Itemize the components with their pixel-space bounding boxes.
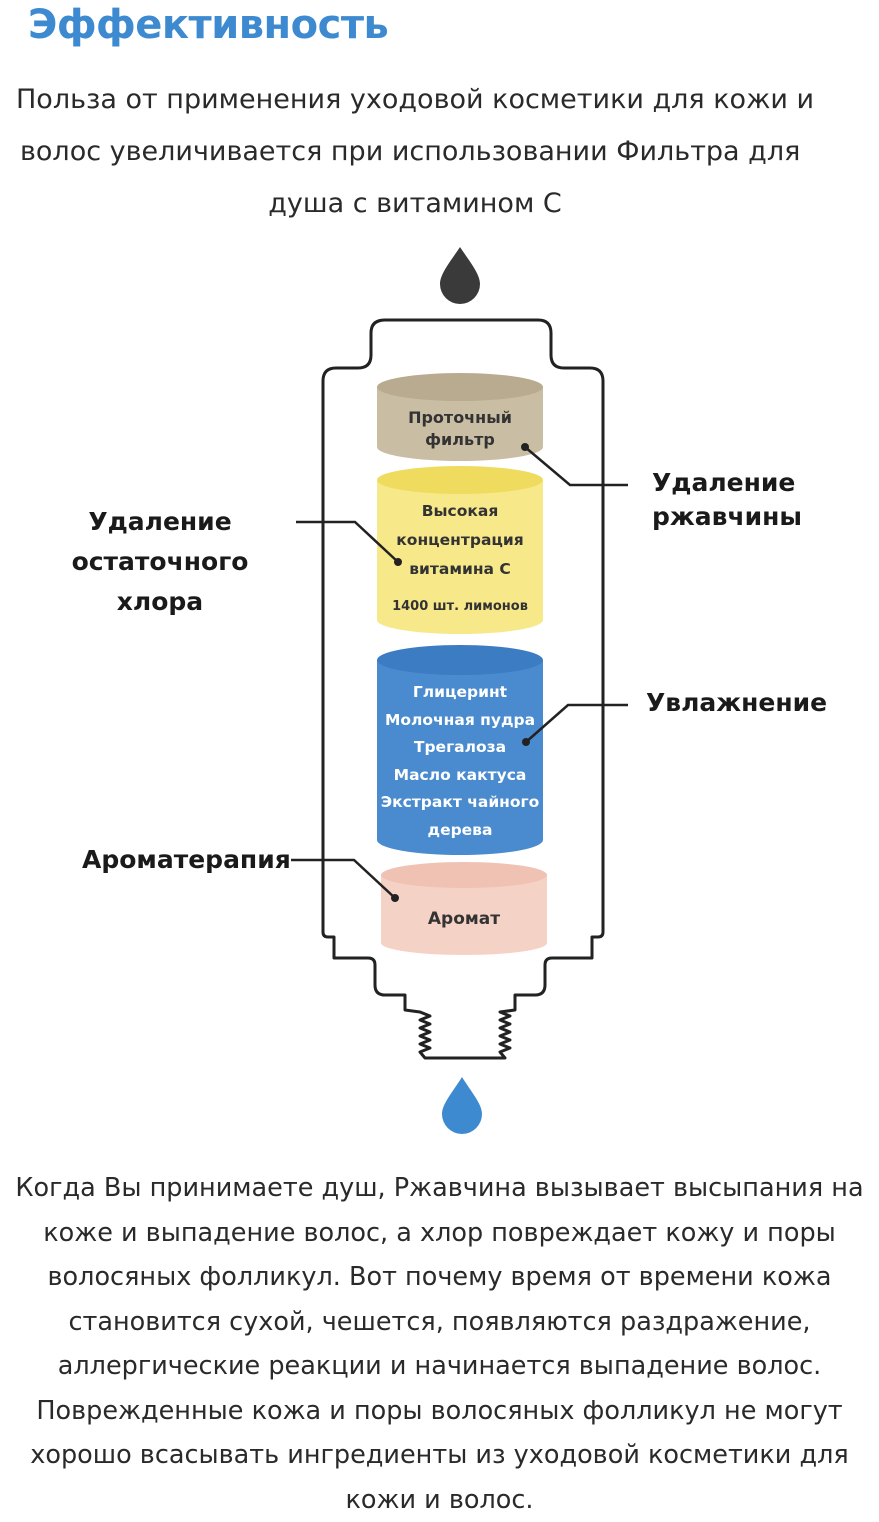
moisture-label-text: Увлажнение xyxy=(646,688,827,717)
aroma-connector-dot xyxy=(391,894,399,902)
intro-line: волос увеличивается при использовании Фи… xyxy=(0,126,820,178)
aroma-label-text: Ароматерапия xyxy=(82,845,291,874)
vitamin-label: Высокая концентрация витамина С 1400 шт.… xyxy=(377,497,543,621)
rust-removal-label-line: ржавчины xyxy=(652,500,802,534)
flow-filter-segment-top xyxy=(377,373,543,401)
vitamin-label-line: витамина С xyxy=(377,555,543,584)
chlorine-removal-label-line: остаточного xyxy=(60,542,260,582)
water-drop-icon xyxy=(440,247,480,304)
moisture-item: Молочная пудра xyxy=(377,707,543,735)
moisture-segment-top xyxy=(377,645,543,675)
outro-line: коже и выпадение волос, а хлор повреждае… xyxy=(0,1211,879,1256)
moisture-item: дерева xyxy=(377,817,543,845)
moisture-items-label: Глицеринt Молочная пудра Трегалоза Масло… xyxy=(377,679,543,844)
page-title: Эффективность xyxy=(28,2,388,48)
outro-line: Когда Вы принимаете душ, Ржавчина вызыва… xyxy=(0,1166,879,1211)
outro-line: волосяных фолликул. Вот почему время от … xyxy=(0,1255,879,1300)
vitamin-label-note: 1400 шт. лимонов xyxy=(377,592,543,621)
chlorine-removal-label: Удаление остаточного хлора xyxy=(60,502,260,622)
moisture-item: Глицеринt xyxy=(377,679,543,707)
outro-line: становится сухой, чешется, появляются ра… xyxy=(0,1300,879,1345)
outro-text: Когда Вы принимаете душ, Ржавчина вызыва… xyxy=(0,1166,879,1522)
moisture-item: Масло кактуса xyxy=(377,762,543,790)
moisture-label: Увлажнение xyxy=(646,683,827,723)
flow-filter-label-line: Проточный xyxy=(377,407,543,429)
vitamin-segment-top xyxy=(377,466,543,494)
aroma-segment-label: Аромат xyxy=(381,909,547,929)
intro-text: Польза от применения уходовой косметики … xyxy=(0,74,820,230)
water-drop-icon xyxy=(442,1077,482,1134)
intro-line: Польза от применения уходовой косметики … xyxy=(0,74,820,126)
flow-filter-label-line: фильтр xyxy=(377,429,543,451)
outro-line: Поврежденные кожа и поры волосяных фолли… xyxy=(0,1389,879,1434)
outro-line: аллергические реакции и начинается выпад… xyxy=(0,1344,879,1389)
flow-filter-label: Проточный фильтр xyxy=(377,407,543,451)
aroma-segment-text: Аромат xyxy=(381,909,547,929)
aroma-connector-line xyxy=(291,860,395,898)
rust-removal-label-line: Удаление xyxy=(652,466,802,500)
outro-line: хорошо всасывать ингредиенты из уходовой… xyxy=(0,1433,879,1478)
moisture-item: Экстракт чайного xyxy=(377,789,543,817)
aroma-segment-bottom xyxy=(381,931,547,955)
aroma-label: Ароматерапия xyxy=(82,840,291,880)
vitamin-label-line: концентрация xyxy=(377,526,543,555)
rust-removal-label: Удаление ржавчины xyxy=(652,466,802,534)
aroma-segment-top xyxy=(381,862,547,888)
chlorine-removal-label-line: хлора xyxy=(60,582,260,622)
moisture-item: Трегалоза xyxy=(377,734,543,762)
outro-line: кожи и волос. xyxy=(0,1478,879,1522)
vitamin-label-line: Высокая xyxy=(377,497,543,526)
chlorine-removal-label-line: Удаление xyxy=(60,502,260,542)
intro-line: душа с витамином С xyxy=(0,178,830,230)
